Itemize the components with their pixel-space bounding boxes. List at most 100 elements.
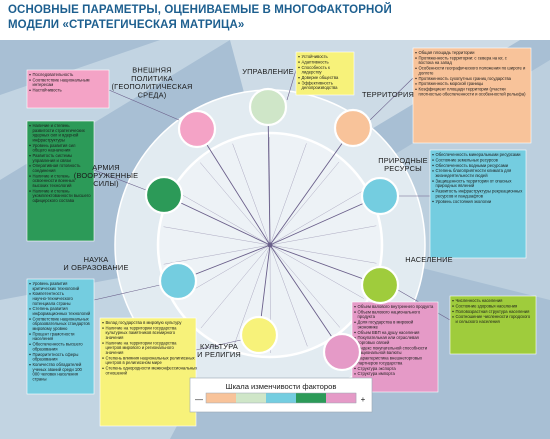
factor-label-population: НАСЕЛЕНИЕ bbox=[405, 255, 453, 264]
param-item-population: Численность населения bbox=[456, 298, 503, 303]
hub-spoke bbox=[269, 244, 364, 299]
hub-spoke bbox=[163, 226, 271, 246]
param-item-natural: Состояние земельных ресурсов bbox=[436, 157, 499, 162]
bullet-icon bbox=[29, 190, 31, 192]
bullet-icon bbox=[432, 164, 434, 167]
factor-circle-science bbox=[158, 261, 198, 301]
factor-circle-population bbox=[360, 265, 400, 305]
factor-node-management: УПРАВЛЕНИЕ bbox=[242, 67, 294, 127]
connector-territory bbox=[369, 77, 414, 121]
bullet-icon bbox=[29, 343, 31, 345]
bullet-icon bbox=[354, 311, 356, 313]
bullet-icon bbox=[102, 367, 104, 369]
param-item-territory: Общая площадь территории bbox=[419, 50, 476, 55]
hub-center bbox=[267, 242, 273, 248]
spoke-economy bbox=[269, 244, 343, 353]
connector-management bbox=[286, 69, 297, 101]
bullet-icon bbox=[29, 155, 31, 157]
param-box-bg-science bbox=[26, 278, 95, 395]
bullet-icon bbox=[29, 283, 31, 285]
connector-army bbox=[93, 169, 147, 191]
hub-spoke bbox=[232, 143, 271, 246]
bullet-icon bbox=[415, 77, 417, 80]
factor-circle-management bbox=[248, 87, 288, 127]
legend-scale-frame bbox=[205, 392, 357, 404]
spoke-foreign bbox=[196, 128, 271, 246]
param-item-natural: Уровень состояния экологии bbox=[436, 199, 492, 204]
legend-scale-segment bbox=[326, 393, 357, 403]
bullet-icon bbox=[29, 125, 31, 127]
param-box-bg-foreign bbox=[26, 69, 110, 109]
param-item-population: Половозрастная структура населения bbox=[456, 309, 530, 314]
param-box-culture: Вклад государства в мировую культуруНали… bbox=[99, 317, 199, 427]
bullet-icon bbox=[354, 306, 356, 308]
spoke-natural bbox=[269, 195, 381, 246]
bullet-icon bbox=[415, 52, 417, 54]
spoke-population bbox=[269, 244, 381, 286]
bullet-icon bbox=[452, 316, 454, 318]
hub-spoke bbox=[269, 161, 340, 246]
param-box-bg-culture bbox=[99, 317, 197, 427]
param-box-bg-army bbox=[26, 120, 95, 242]
factor-label-text: УПРАВЛЕНИЕ bbox=[242, 67, 294, 76]
legend-plus: + bbox=[361, 395, 366, 404]
bullet-icon bbox=[29, 144, 31, 147]
param-item-economy: Объем валового внутреннего продукта bbox=[358, 304, 434, 309]
bullet-icon bbox=[29, 353, 31, 356]
factor-circle-foreign bbox=[177, 109, 217, 149]
connector-science bbox=[93, 284, 161, 301]
bullet-icon bbox=[29, 308, 31, 310]
param-item-territory: Протяженность сухопутных границ государс… bbox=[419, 76, 512, 81]
param-item-economy: Объем ВВП на душу населения bbox=[358, 330, 420, 335]
spoke-territory bbox=[269, 127, 354, 246]
bullet-icon bbox=[102, 342, 104, 344]
param-item-culture: Степень однородности межконфессиональных… bbox=[106, 366, 199, 376]
bullet-icon bbox=[415, 57, 417, 59]
spoke-management bbox=[267, 106, 271, 246]
bullet-icon bbox=[432, 159, 434, 161]
param-item-management: Устойчивость bbox=[302, 54, 329, 59]
bullet-icon bbox=[354, 331, 356, 334]
bullet-icon bbox=[102, 357, 104, 359]
param-item-natural: Обеспеченность водными ресурсами bbox=[436, 163, 509, 168]
factor-label-text: НАСЕЛЕНИЕ bbox=[405, 255, 453, 264]
bullet-icon bbox=[29, 165, 31, 167]
bullet-icon bbox=[29, 175, 31, 177]
bullet-icon bbox=[415, 88, 417, 91]
bullet-icon bbox=[29, 318, 31, 320]
bullet-icon bbox=[102, 327, 104, 329]
title-line-2: МОДЕЛИ «СТРАТЕГИЧЕСКАЯ МАТРИЦА» bbox=[8, 19, 245, 31]
param-box-economy: Объем валового внутреннего продуктаОбъем… bbox=[351, 301, 439, 393]
param-item-foreign: Настойчивость bbox=[33, 88, 63, 93]
bullet-icon bbox=[354, 373, 356, 375]
bullet-icon bbox=[354, 321, 356, 323]
bullet-icon bbox=[29, 293, 31, 295]
bullet-icon bbox=[298, 66, 300, 69]
param-item-economy: Структура импорта bbox=[358, 371, 396, 376]
